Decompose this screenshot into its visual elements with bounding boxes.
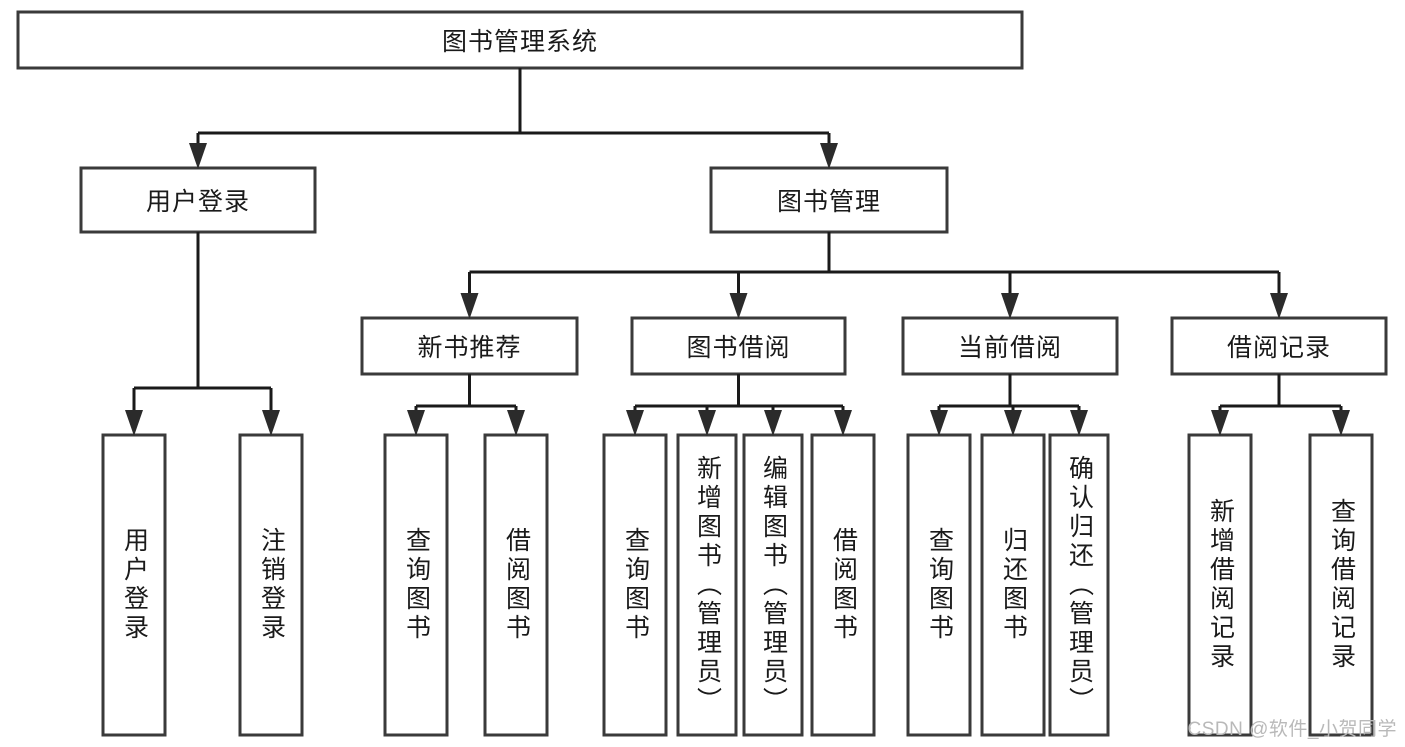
node-box-new-book-rec[interactable] bbox=[360, 316, 579, 376]
arrow-head-icon-leaf-user-login bbox=[125, 410, 143, 436]
arrow-head-icon-book-manage bbox=[820, 143, 838, 169]
arrow-head-icon-leaf-confirm-return bbox=[1070, 410, 1088, 436]
arrow-head-icon-leaf-borrow-book-rec bbox=[507, 410, 525, 436]
arrow-head-icon-user-login bbox=[189, 143, 207, 169]
arrow-head-icon-leaf-user-logout bbox=[262, 410, 280, 436]
node-box-leaf-query-book-cur[interactable] bbox=[906, 433, 972, 737]
node-box-leaf-borrow-book[interactable] bbox=[810, 433, 876, 737]
csdn-watermark: CSDN @软件_小贺同学 bbox=[1187, 719, 1397, 740]
boxes-layer bbox=[16, 10, 1388, 737]
node-box-leaf-query-record[interactable] bbox=[1308, 433, 1374, 737]
arrow-head-icon-current-borrow bbox=[1001, 293, 1019, 319]
arrow-head-icon-book-borrow bbox=[729, 293, 748, 319]
node-box-user-login[interactable] bbox=[79, 166, 317, 234]
node-box-leaf-return-book[interactable] bbox=[980, 433, 1046, 737]
node-box-leaf-borrow-book-rec[interactable] bbox=[483, 433, 549, 737]
node-box-root[interactable] bbox=[16, 10, 1024, 70]
node-box-borrow-record[interactable] bbox=[1170, 316, 1388, 376]
arrow-head-icon-borrow-record bbox=[1270, 293, 1288, 319]
node-box-book-borrow[interactable] bbox=[630, 316, 847, 376]
node-box-leaf-user-logout[interactable] bbox=[238, 433, 304, 737]
node-box-leaf-confirm-return[interactable] bbox=[1048, 433, 1110, 737]
node-box-book-manage[interactable] bbox=[709, 166, 949, 234]
arrow-head-icon-leaf-query-book-borrow bbox=[626, 410, 644, 436]
arrow-head-icon-leaf-add-record bbox=[1211, 410, 1229, 436]
node-box-leaf-user-login[interactable] bbox=[101, 433, 167, 737]
arrow-head-icon-leaf-return-book bbox=[1004, 410, 1022, 436]
arrow-head-icon-leaf-query-book-rec bbox=[407, 410, 425, 436]
node-box-leaf-query-book-borrow[interactable] bbox=[602, 433, 668, 737]
arrow-head-icon-leaf-add-book bbox=[698, 410, 716, 436]
arrow-head-icon-leaf-edit-book bbox=[764, 410, 782, 436]
node-box-current-borrow[interactable] bbox=[901, 316, 1119, 376]
arrow-head-icon-leaf-borrow-book bbox=[834, 410, 852, 436]
node-box-leaf-edit-book[interactable] bbox=[742, 433, 804, 737]
arrow-head-icon-leaf-query-book-cur bbox=[930, 410, 948, 436]
arrow-head-icon-new-book-rec bbox=[460, 293, 479, 319]
node-box-leaf-add-book[interactable] bbox=[676, 433, 738, 737]
connectors-layer bbox=[125, 68, 1350, 436]
arrow-head-icon-leaf-query-record bbox=[1332, 410, 1350, 436]
node-box-leaf-query-book-rec[interactable] bbox=[383, 433, 449, 737]
node-box-leaf-add-record[interactable] bbox=[1187, 433, 1253, 737]
